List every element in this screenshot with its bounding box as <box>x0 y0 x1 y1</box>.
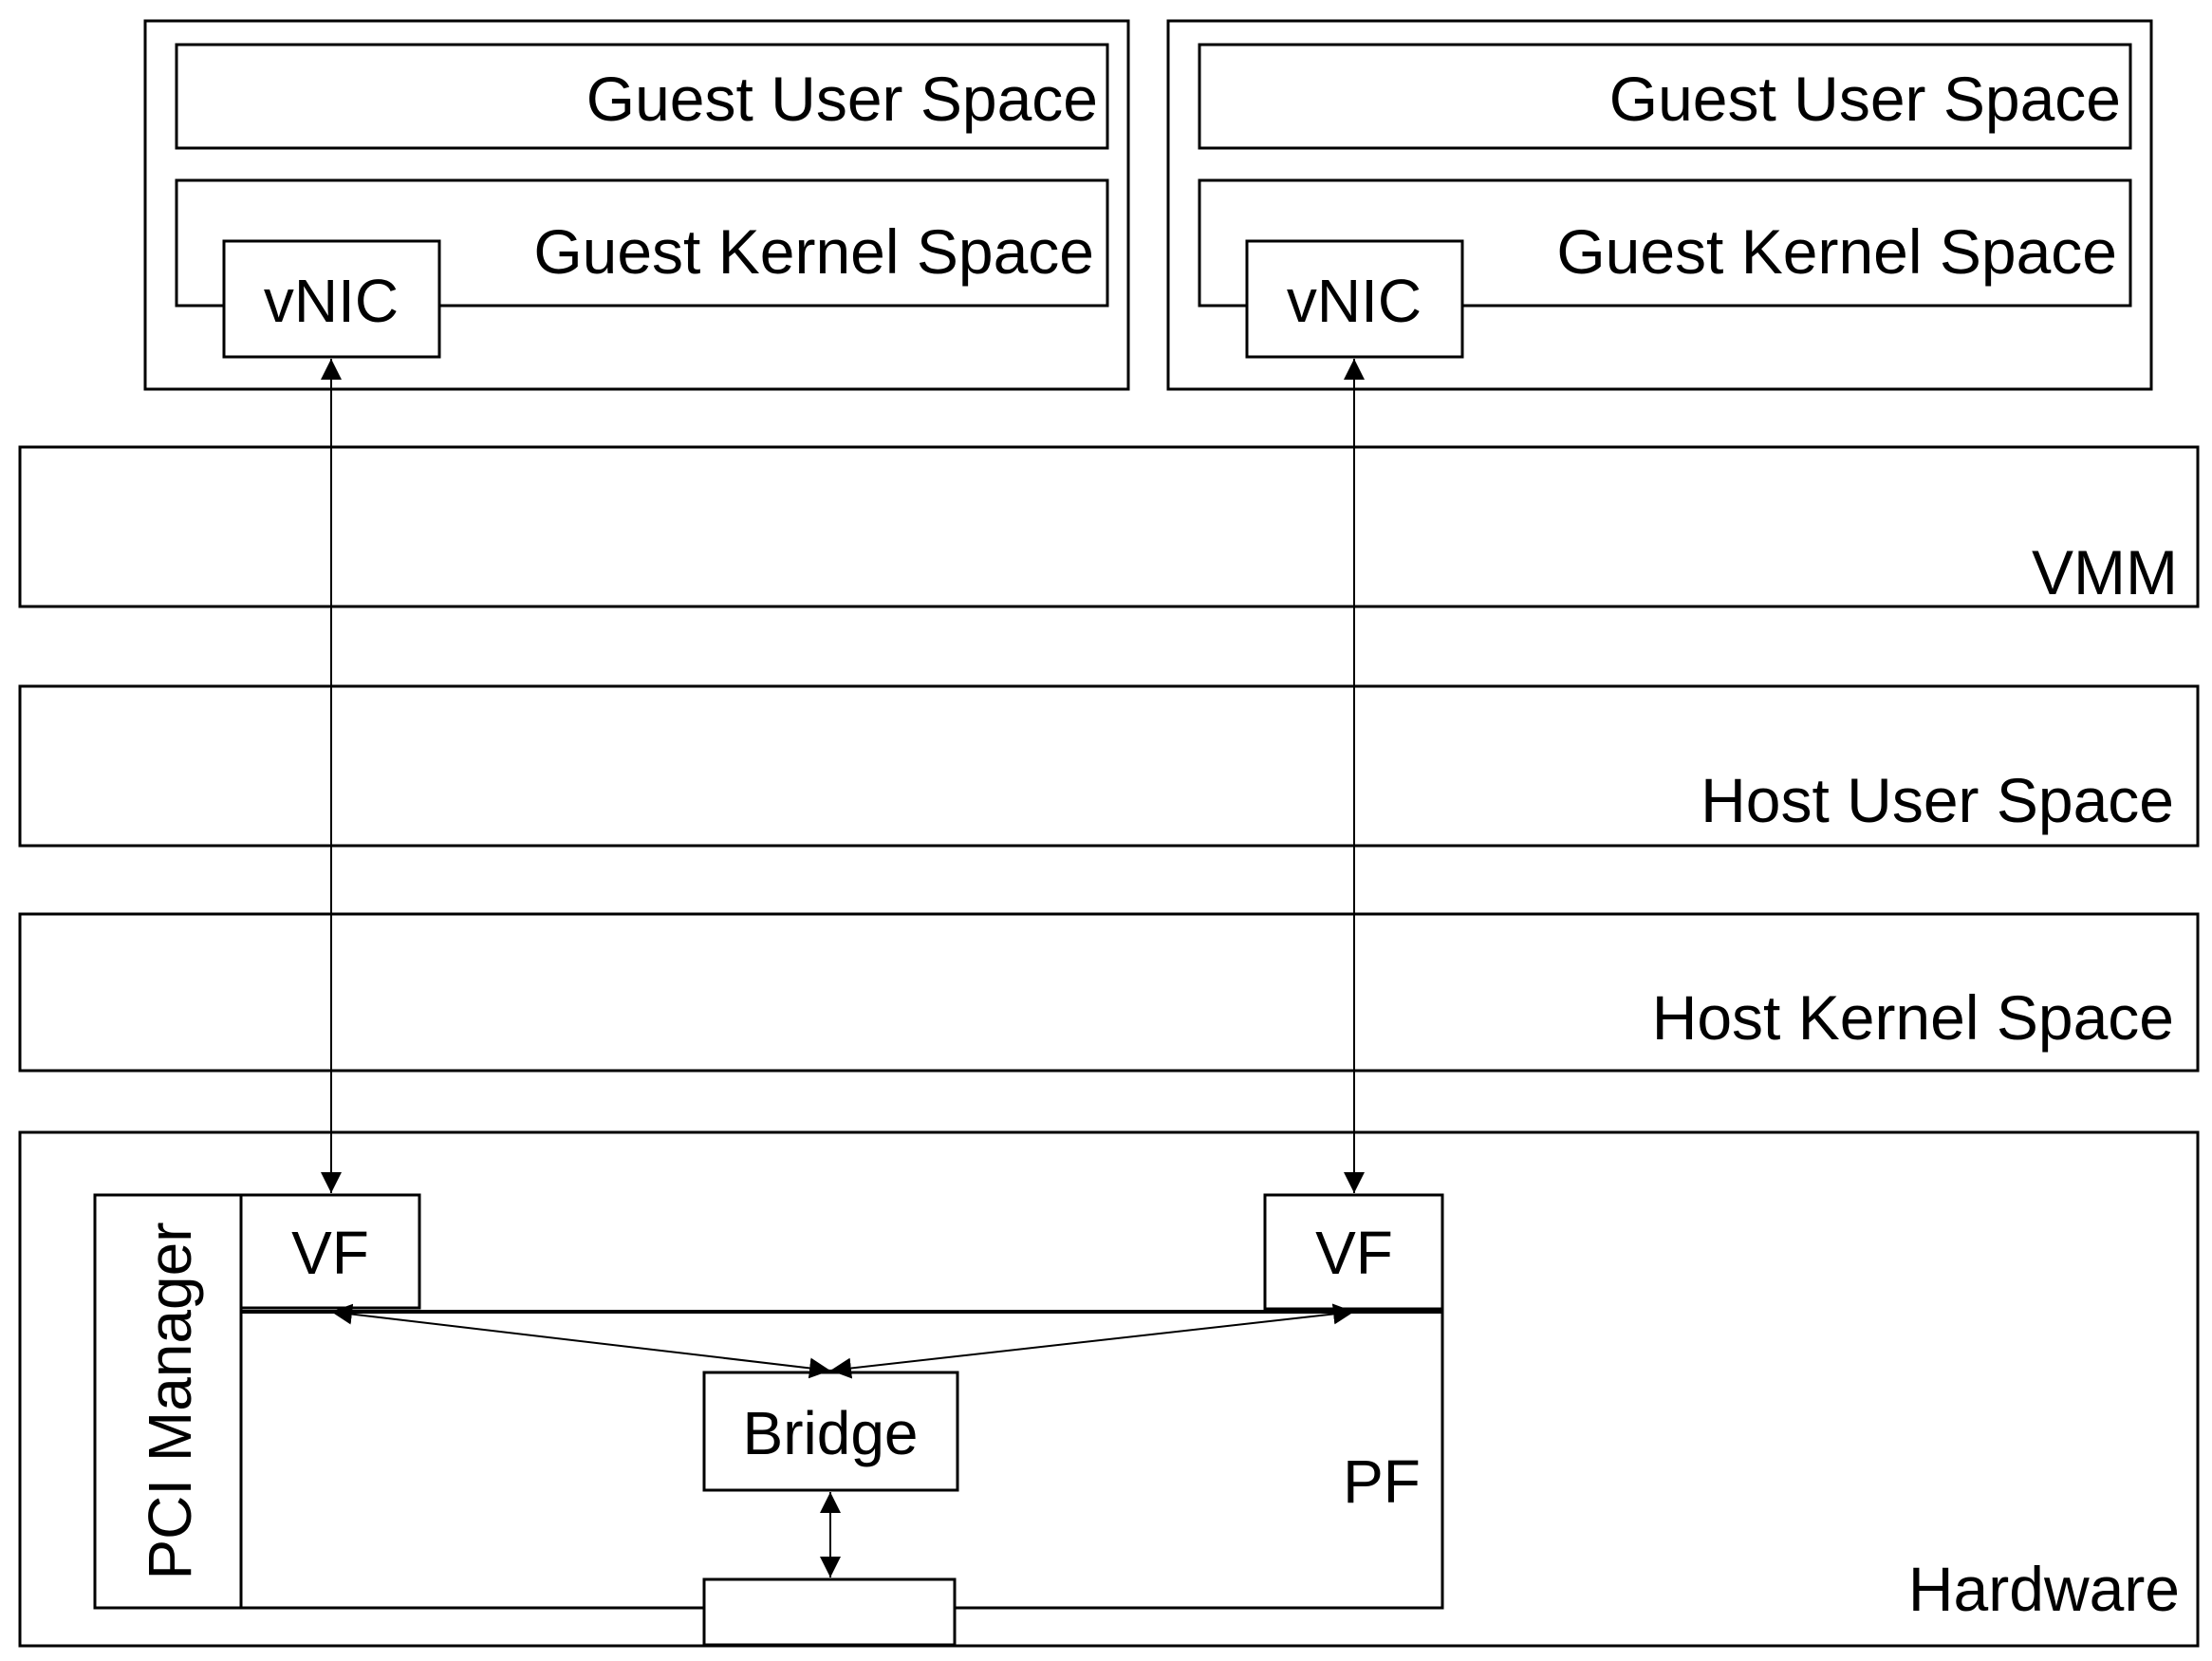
host-kernel-space-layer: Host Kernel Space <box>18 912 2200 1073</box>
vm-2-guest-user-space-label: Guest User Space <box>1609 64 2121 134</box>
vmm-layer: VMM <box>18 445 2200 608</box>
bridge-to-vf-left-link <box>330 1303 831 1379</box>
host-user-space-box <box>18 684 2200 848</box>
bridge-to-vf-right-link <box>829 1303 1355 1379</box>
vm-1-guest-kernel-space-label: Guest Kernel Space <box>533 216 1094 287</box>
vm-2-vnic-box <box>1245 239 1464 359</box>
vm-1-vnic-box <box>222 239 441 359</box>
vm-2-guest-user-space-box <box>1198 43 2132 150</box>
vm-2: Guest User Space Guest Kernel Space vNIC <box>1166 19 2153 391</box>
vm-1-vnic-label: vNIC <box>264 267 399 335</box>
vmm-box <box>18 445 2200 608</box>
vmm-label: VMM <box>2032 537 2178 607</box>
host-kernel-space-label: Host Kernel Space <box>1652 982 2174 1053</box>
vf-left-label: VF <box>291 1219 369 1287</box>
host-user-space-layer: Host User Space <box>18 684 2200 848</box>
vm-2-guest-kernel-space-label: Guest Kernel Space <box>1556 216 2117 287</box>
hardware-layer: Hardware PF PCI Manager VF VF Bridge <box>18 1130 2200 1648</box>
vf-right-label: VF <box>1315 1219 1393 1287</box>
host-kernel-space-box <box>18 912 2200 1073</box>
vm-1: Guest User Space Guest Kernel Space vNIC <box>143 19 1130 391</box>
bridge-box <box>702 1371 959 1492</box>
physical-port-box <box>702 1577 957 1647</box>
host-user-space-label: Host User Space <box>1701 765 2174 835</box>
bridge-label: Bridge <box>743 1399 919 1467</box>
vm-1-guest-user-space-label: Guest User Space <box>586 64 1098 134</box>
pci-manager-label: PCI Manager <box>136 1222 204 1579</box>
vf-right-box <box>1263 1193 1444 1311</box>
pf-label: PF <box>1343 1447 1421 1516</box>
hardware-label: Hardware <box>1908 1554 2180 1624</box>
pci-manager-box <box>93 1193 243 1610</box>
vm-1-guest-user-space-box <box>175 43 1109 150</box>
vf-left-box <box>239 1193 421 1310</box>
vm-2-vnic-label: vNIC <box>1287 267 1422 335</box>
